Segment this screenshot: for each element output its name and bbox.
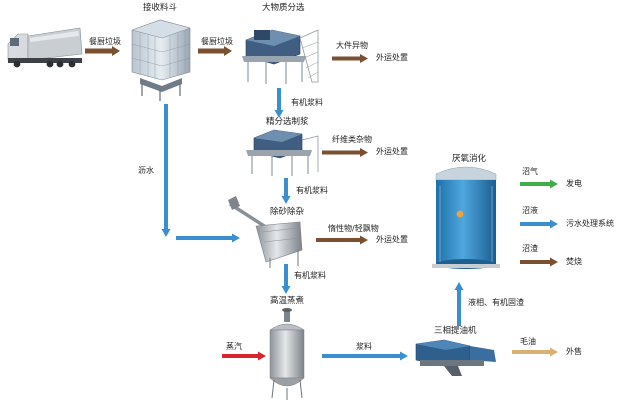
output-external-sale: 外售	[566, 347, 582, 356]
output-bulky-debris: 大件异物	[336, 41, 368, 50]
flow-arrow-biogas-liquid	[520, 219, 558, 229]
flow-arrow-fine-to-sand	[281, 178, 291, 204]
flow-label-steam: 蒸汽	[226, 342, 242, 351]
output-wastewater-system: 污水处理系统	[566, 219, 614, 228]
output-external-disposal-2: 外运处置	[376, 147, 408, 156]
stage-three-phase-extractor: 三相提油机	[434, 326, 477, 336]
flow-arrow-inert-plastics	[316, 235, 368, 245]
flow-arrow-truck-to-hopper	[85, 46, 120, 56]
flow-label-slurry: 浆料	[356, 342, 372, 351]
flow-arrow-hopper-to-bulk	[198, 46, 232, 56]
flow-arrow-biogas-residue	[520, 257, 558, 267]
flow-label-kitchen-waste-1: 餐厨垃圾	[89, 37, 121, 46]
sand-removal-screw-icon	[228, 196, 303, 268]
flow-label-organic-slurry-3: 有机浆料	[294, 271, 326, 280]
flow-arrow-drain-water	[161, 104, 171, 237]
stage-high-temp-cooking: 高温蒸煮	[270, 296, 305, 306]
flow-label-kitchen-waste-2: 餐厨垃圾	[201, 37, 233, 46]
flow-arrow-fibrous-debris	[322, 148, 368, 157]
output-crude-oil: 毛油	[520, 337, 536, 346]
flow-label-organic-slurry-1: 有机浆料	[291, 98, 323, 107]
flow-arrow-slurry	[322, 351, 408, 361]
flow-arrow-bulky-debris	[332, 54, 368, 63]
flow-arrow-biogas	[520, 179, 558, 189]
flow-arrow-drain-to-sand	[176, 233, 240, 243]
output-biogas-residue: 沼渣	[522, 244, 538, 253]
flow-arrow-steam	[222, 351, 266, 361]
flow-label-organic-slurry-2: 有机浆料	[296, 186, 328, 195]
receiving-hopper-icon	[131, 19, 191, 101]
stage-receiving-hopper: 接收料斗	[143, 3, 178, 13]
stage-bulk-sorting: 大物质分选	[262, 3, 305, 13]
anaerobic-digester-icon	[432, 166, 500, 269]
output-biogas: 沼气	[522, 167, 538, 176]
stage-fine-sorting: 精分选制浆	[266, 117, 309, 127]
output-external-disposal-3: 外运处置	[376, 235, 408, 244]
flow-label-drain-water: 沥水	[138, 166, 154, 175]
stage-anaerobic-digestion: 厌氧消化	[452, 154, 487, 164]
output-incineration: 焚烧	[566, 257, 582, 266]
output-inert-plastics: 惰性物/轻飘物	[328, 224, 379, 233]
output-fibrous-debris: 纤维类杂物	[332, 135, 372, 144]
flow-arrow-sand-to-cooking	[281, 264, 291, 294]
cooking-vessel-icon	[269, 308, 305, 400]
stage-sand-removal: 除砂除杂	[270, 207, 305, 217]
decanter-centrifuge-icon	[415, 339, 496, 376]
garbage-truck-icon	[7, 27, 83, 68]
flow-arrow-bulk-to-fine	[274, 88, 284, 118]
output-external-disposal-1: 外运处置	[376, 53, 408, 62]
flow-arrow-crude-oil	[512, 347, 558, 357]
flow-arrow-to-digester	[454, 282, 464, 326]
flow-label-liquid-organic-solids: 液相、有机固渣	[468, 298, 524, 307]
output-power-generation: 发电	[566, 179, 582, 188]
fine-sorting-pulper-icon	[246, 129, 319, 176]
output-biogas-liquid: 沼液	[522, 206, 538, 215]
bulk-sorting-machine-icon	[242, 29, 319, 84]
